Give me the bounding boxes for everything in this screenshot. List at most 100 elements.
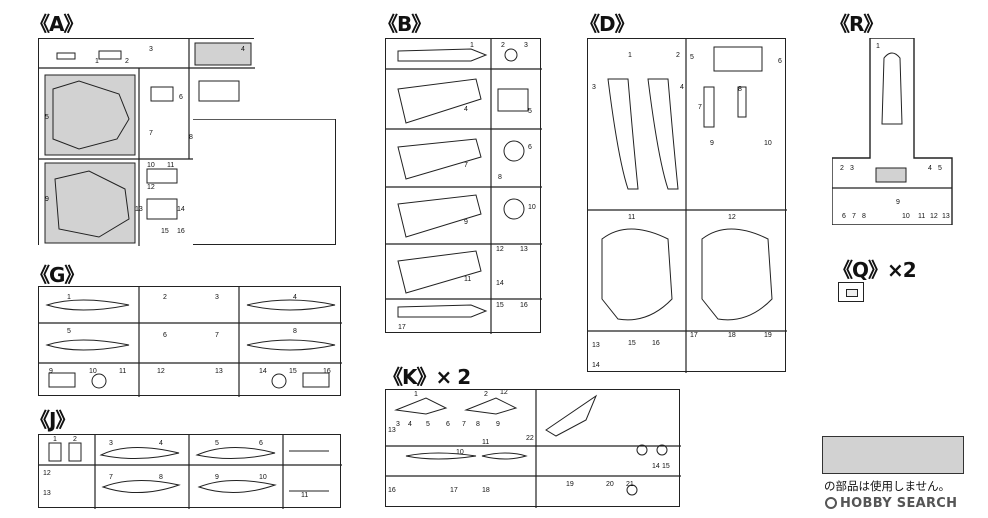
sprue-a-ext-frame <box>193 119 336 245</box>
svg-text:13: 13 <box>592 342 600 349</box>
svg-text:16: 16 <box>388 487 396 494</box>
svg-text:17: 17 <box>690 332 698 339</box>
svg-text:5: 5 <box>938 165 942 172</box>
svg-text:8: 8 <box>159 474 163 481</box>
svg-text:12: 12 <box>147 184 155 191</box>
svg-text:8: 8 <box>189 134 193 141</box>
svg-text:10: 10 <box>456 449 464 456</box>
svg-text:8: 8 <box>738 86 742 93</box>
svg-text:6: 6 <box>179 94 183 101</box>
svg-text:8: 8 <box>293 328 297 335</box>
svg-text:12: 12 <box>43 470 51 477</box>
svg-text:13: 13 <box>942 213 950 220</box>
svg-text:11: 11 <box>301 492 308 499</box>
watermark: HOBBY SEARCH <box>825 496 957 511</box>
watermark-text: HOBBY SEARCH <box>840 496 958 511</box>
svg-text:16: 16 <box>323 368 331 375</box>
svg-text:13: 13 <box>520 246 528 253</box>
svg-text:5: 5 <box>45 114 49 121</box>
svg-text:12: 12 <box>157 368 165 375</box>
svg-text:13: 13 <box>215 368 223 375</box>
svg-text:12: 12 <box>500 390 508 396</box>
svg-text:6: 6 <box>528 144 532 151</box>
svg-text:6: 6 <box>259 440 263 447</box>
svg-text:4: 4 <box>408 421 412 428</box>
svg-text:14: 14 <box>496 280 504 287</box>
svg-text:17: 17 <box>398 324 406 331</box>
svg-text:18: 18 <box>482 487 490 494</box>
sprue-q-title: 《Q》×2 <box>833 258 917 282</box>
svg-text:11: 11 <box>119 368 126 375</box>
sprue-g-drawing: 1 2 3 4 5 6 7 8 9 10 11 12 13 14 15 16 <box>39 287 342 397</box>
svg-text:7: 7 <box>852 213 856 220</box>
svg-text:1: 1 <box>414 391 418 398</box>
svg-text:3: 3 <box>149 46 153 53</box>
svg-text:3: 3 <box>524 42 528 49</box>
svg-text:9: 9 <box>496 421 500 428</box>
svg-text:5: 5 <box>690 54 694 61</box>
sprue-r-drawing: 1 2 3 4 5 6 7 8 9 10 11 12 13 <box>832 38 953 225</box>
svg-text:2: 2 <box>484 391 488 398</box>
svg-text:2: 2 <box>73 436 77 443</box>
sprue-d-frame: 1 2 3 4 5 6 7 8 9 10 11 12 13 14 15 16 1… <box>587 38 787 373</box>
svg-text:16: 16 <box>177 228 185 235</box>
svg-text:9: 9 <box>49 368 53 375</box>
svg-text:14: 14 <box>592 362 600 369</box>
sprue-j-frame: 1 2 3 4 5 6 7 8 9 10 11 12 13 <box>38 434 342 509</box>
svg-text:4: 4 <box>680 84 684 91</box>
svg-text:10: 10 <box>764 140 772 147</box>
svg-text:6: 6 <box>163 332 167 339</box>
sprue-b-title: 《B》 <box>378 12 431 36</box>
legend-text: の部品は使用しません。 <box>824 479 951 493</box>
svg-text:9: 9 <box>464 219 468 226</box>
svg-text:2: 2 <box>501 42 505 49</box>
svg-text:7: 7 <box>698 104 702 111</box>
sprue-b-frame: 1 2 3 4 5 6 7 8 9 10 11 12 13 14 15 16 1… <box>385 38 542 334</box>
svg-text:22: 22 <box>526 435 534 442</box>
svg-text:8: 8 <box>498 174 502 181</box>
svg-text:4: 4 <box>241 46 245 53</box>
svg-text:6: 6 <box>778 58 782 65</box>
svg-text:4: 4 <box>159 440 163 447</box>
svg-text:7: 7 <box>464 162 468 169</box>
svg-text:15: 15 <box>628 340 636 347</box>
svg-text:3: 3 <box>850 165 854 172</box>
svg-text:6: 6 <box>842 213 846 220</box>
svg-text:17: 17 <box>450 487 458 494</box>
svg-text:19: 19 <box>764 332 772 339</box>
svg-text:13: 13 <box>135 206 143 213</box>
svg-text:9: 9 <box>896 199 900 206</box>
sprue-r-frame: 1 2 3 4 5 6 7 8 9 10 11 12 13 <box>832 38 953 225</box>
svg-text:3: 3 <box>109 440 113 447</box>
svg-text:14: 14 <box>177 206 185 213</box>
svg-text:12: 12 <box>930 213 938 220</box>
sprue-r-title: 《R》 <box>830 12 883 36</box>
svg-text:11: 11 <box>918 213 925 220</box>
svg-text:14: 14 <box>259 368 267 375</box>
svg-text:9: 9 <box>215 474 219 481</box>
svg-text:8: 8 <box>862 213 866 220</box>
svg-text:18: 18 <box>728 332 736 339</box>
svg-text:2: 2 <box>676 52 680 59</box>
svg-text:8: 8 <box>476 421 480 428</box>
svg-text:11: 11 <box>628 214 635 221</box>
svg-text:2: 2 <box>163 294 167 301</box>
svg-text:13: 13 <box>388 427 396 434</box>
sprue-q-part <box>838 282 864 302</box>
sprue-g-frame: 1 2 3 4 5 6 7 8 9 10 11 12 13 14 15 16 <box>38 286 342 397</box>
svg-text:21: 21 <box>626 481 634 488</box>
svg-text:4: 4 <box>928 165 932 172</box>
watermark-logo-icon <box>825 497 837 509</box>
svg-text:14: 14 <box>652 463 660 470</box>
svg-text:7: 7 <box>149 130 153 137</box>
svg-text:5: 5 <box>528 108 532 115</box>
svg-text:16: 16 <box>652 340 660 347</box>
svg-text:15: 15 <box>496 302 504 309</box>
svg-text:2: 2 <box>125 58 129 65</box>
svg-text:1: 1 <box>53 436 57 443</box>
svg-text:11: 11 <box>482 439 489 446</box>
svg-text:7: 7 <box>215 332 219 339</box>
svg-text:16: 16 <box>520 302 528 309</box>
legend-swatch <box>822 436 964 474</box>
svg-text:12: 12 <box>728 214 736 221</box>
